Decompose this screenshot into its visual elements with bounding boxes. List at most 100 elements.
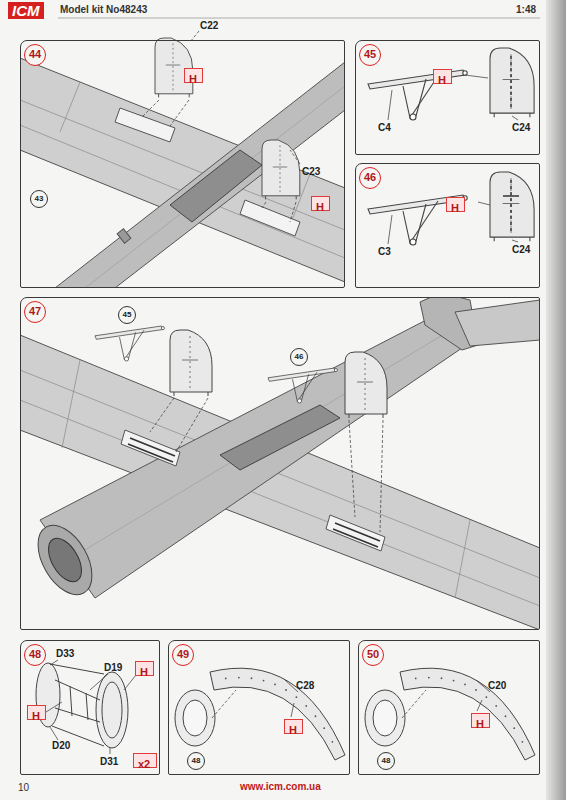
page-ground xyxy=(58,18,540,19)
glue-tag: H xyxy=(135,661,154,676)
glue-tag: H xyxy=(184,68,203,83)
glue-tag: H xyxy=(311,196,330,211)
mount-part xyxy=(96,672,128,748)
leader-line xyxy=(212,680,490,718)
leader-line xyxy=(46,702,62,712)
glue-tag: H xyxy=(433,69,452,84)
rivet-row xyxy=(331,741,333,743)
airframe-view xyxy=(240,200,300,236)
mount-part xyxy=(55,708,100,722)
leader-line xyxy=(150,398,174,432)
leader-line xyxy=(512,116,518,120)
part-number: C20 xyxy=(488,680,506,692)
callout-number: 45 xyxy=(118,306,136,324)
rivet-row xyxy=(295,696,297,698)
leader-line xyxy=(512,240,518,242)
strut-part xyxy=(368,70,467,120)
step-number: 49 xyxy=(172,644,194,666)
sub-assembly xyxy=(95,326,164,361)
airframe-view xyxy=(60,82,80,132)
page-number: 10 xyxy=(18,782,29,794)
airframe-view xyxy=(27,516,103,604)
leader-line xyxy=(402,690,426,718)
part-number: C22 xyxy=(200,20,218,32)
airframe-view xyxy=(128,444,173,462)
step-number: 44 xyxy=(24,44,46,66)
step-number: 45 xyxy=(359,44,381,66)
rivet-row xyxy=(485,696,487,698)
page-ground xyxy=(546,0,566,800)
callout-number: 48 xyxy=(377,752,395,770)
mount-part xyxy=(55,680,100,700)
flap-part xyxy=(510,56,512,110)
rivet-row xyxy=(263,680,265,682)
mount-part xyxy=(86,693,88,720)
airframe-view xyxy=(455,300,539,346)
fairing-part xyxy=(210,668,345,760)
airframe-view xyxy=(326,515,385,551)
fairing-part xyxy=(365,690,405,746)
leader-line xyxy=(150,398,383,532)
part-number: C28 xyxy=(296,680,314,692)
scale: 1:48 xyxy=(516,4,536,16)
leader-line xyxy=(477,700,482,711)
leader-line xyxy=(262,202,266,208)
leader-line xyxy=(176,398,208,452)
airframe-view xyxy=(115,108,175,142)
airframe-view xyxy=(220,405,340,470)
flap-part xyxy=(510,180,512,234)
part-number: D20 xyxy=(52,740,70,752)
rivet-row xyxy=(453,680,455,682)
airframe-view xyxy=(121,430,180,466)
sub-assembly xyxy=(268,368,337,403)
rivet-row xyxy=(495,705,497,707)
strut-part xyxy=(368,70,467,245)
sub-assembly xyxy=(95,326,387,418)
glue-code: x2 xyxy=(138,758,150,770)
glue-tag: H xyxy=(446,197,465,212)
rivet-row xyxy=(251,677,253,679)
airframe-view xyxy=(42,533,89,588)
part-number: C4 xyxy=(378,122,391,134)
airframe-view xyxy=(55,62,344,287)
airframe-view xyxy=(85,86,344,287)
glue-tag: H xyxy=(284,719,303,734)
airframe-view xyxy=(455,520,470,598)
airframe-view xyxy=(40,318,462,598)
rivet-row xyxy=(225,678,227,680)
leader-line xyxy=(290,150,300,164)
leader-line xyxy=(349,420,355,517)
glue-code: H xyxy=(476,718,484,730)
leader-line xyxy=(212,690,236,718)
airframe-view xyxy=(62,360,80,448)
step-panel: 46H xyxy=(355,163,540,288)
mount-part xyxy=(36,663,128,748)
rivet-row xyxy=(225,677,523,743)
web-address: www.icm.com.ua xyxy=(240,781,321,793)
rivet-row xyxy=(315,715,317,717)
rivet-row xyxy=(415,678,417,680)
callout-number: 48 xyxy=(187,752,205,770)
part-number: C3 xyxy=(378,246,391,258)
glue-code: H xyxy=(289,724,297,736)
part-number: D31 xyxy=(100,756,118,768)
part-number: D33 xyxy=(56,648,74,660)
brand-logo: ICM xyxy=(8,2,44,19)
sub-assembly xyxy=(345,352,387,418)
airframe-view xyxy=(21,298,539,629)
flap-part xyxy=(490,48,534,241)
leader-line xyxy=(50,660,58,665)
fairing-part xyxy=(400,668,535,760)
leader-line xyxy=(50,727,58,740)
part-number: C23 xyxy=(302,166,320,178)
leader-line xyxy=(478,202,490,205)
rivet-row xyxy=(274,684,276,686)
rivet-row xyxy=(428,677,430,679)
leader-line xyxy=(388,71,518,244)
flap-part xyxy=(490,48,534,117)
step-panel: 45H xyxy=(355,40,540,155)
rivet-row xyxy=(505,715,507,717)
glue-code: H xyxy=(189,73,197,85)
